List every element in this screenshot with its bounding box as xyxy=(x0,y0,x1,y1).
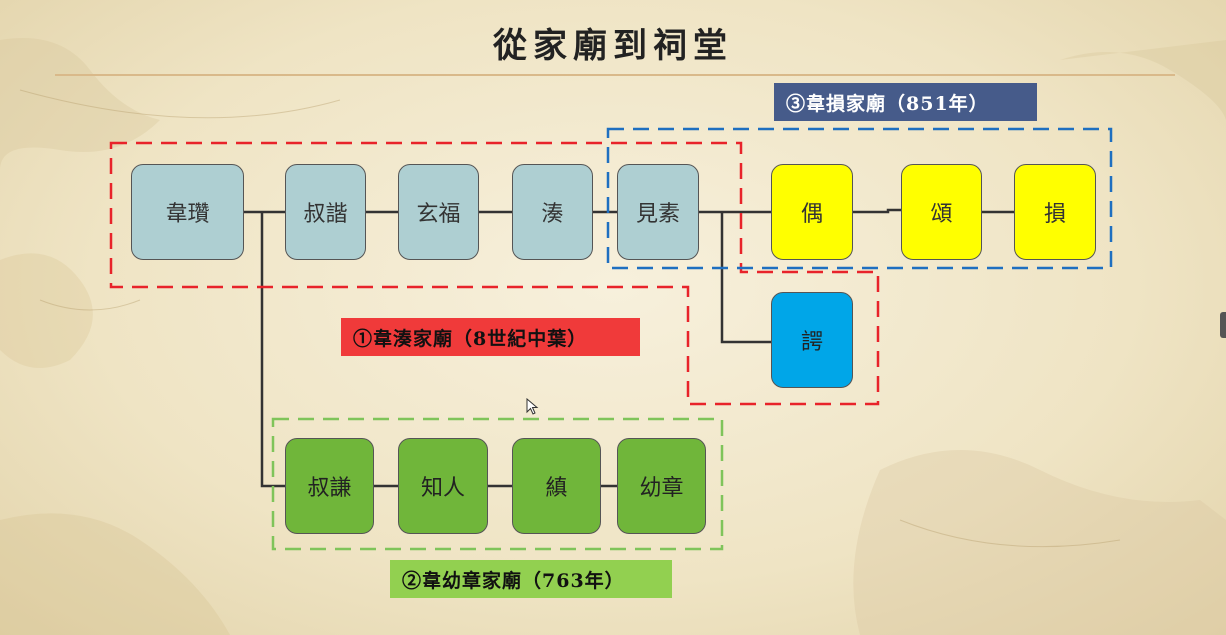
node-zhiren: 知人 xyxy=(398,438,488,534)
node-shuqian: 叔謙 xyxy=(285,438,374,534)
node-zhen: 縝 xyxy=(512,438,601,534)
side-panel-handle[interactable] xyxy=(1220,312,1226,338)
temple3-label: ③韋損家廟（851年） xyxy=(774,83,1037,121)
mouse-cursor-icon xyxy=(526,398,539,415)
node-song: 頌 xyxy=(901,164,982,260)
temple2-label: ②韋幼章家廟（763年） xyxy=(390,560,672,598)
node-youzhang: 幼章 xyxy=(617,438,706,534)
node-jiansu: 見素 xyxy=(617,164,699,260)
title-divider xyxy=(55,74,1175,76)
node-shujie: 叔諧 xyxy=(285,164,366,260)
node-weizan: 韋瓚 xyxy=(131,164,244,260)
node-cou: 湊 xyxy=(512,164,593,260)
node-sun: 損 xyxy=(1014,164,1096,260)
node-e: 諤 xyxy=(771,292,853,388)
node-ou: 偶 xyxy=(771,164,853,260)
node-xuanfu: 玄福 xyxy=(398,164,479,260)
page-title: 從家廟到祠堂 xyxy=(493,26,733,66)
temple1-label: ①韋湊家廟（8世紀中葉） xyxy=(341,318,640,356)
